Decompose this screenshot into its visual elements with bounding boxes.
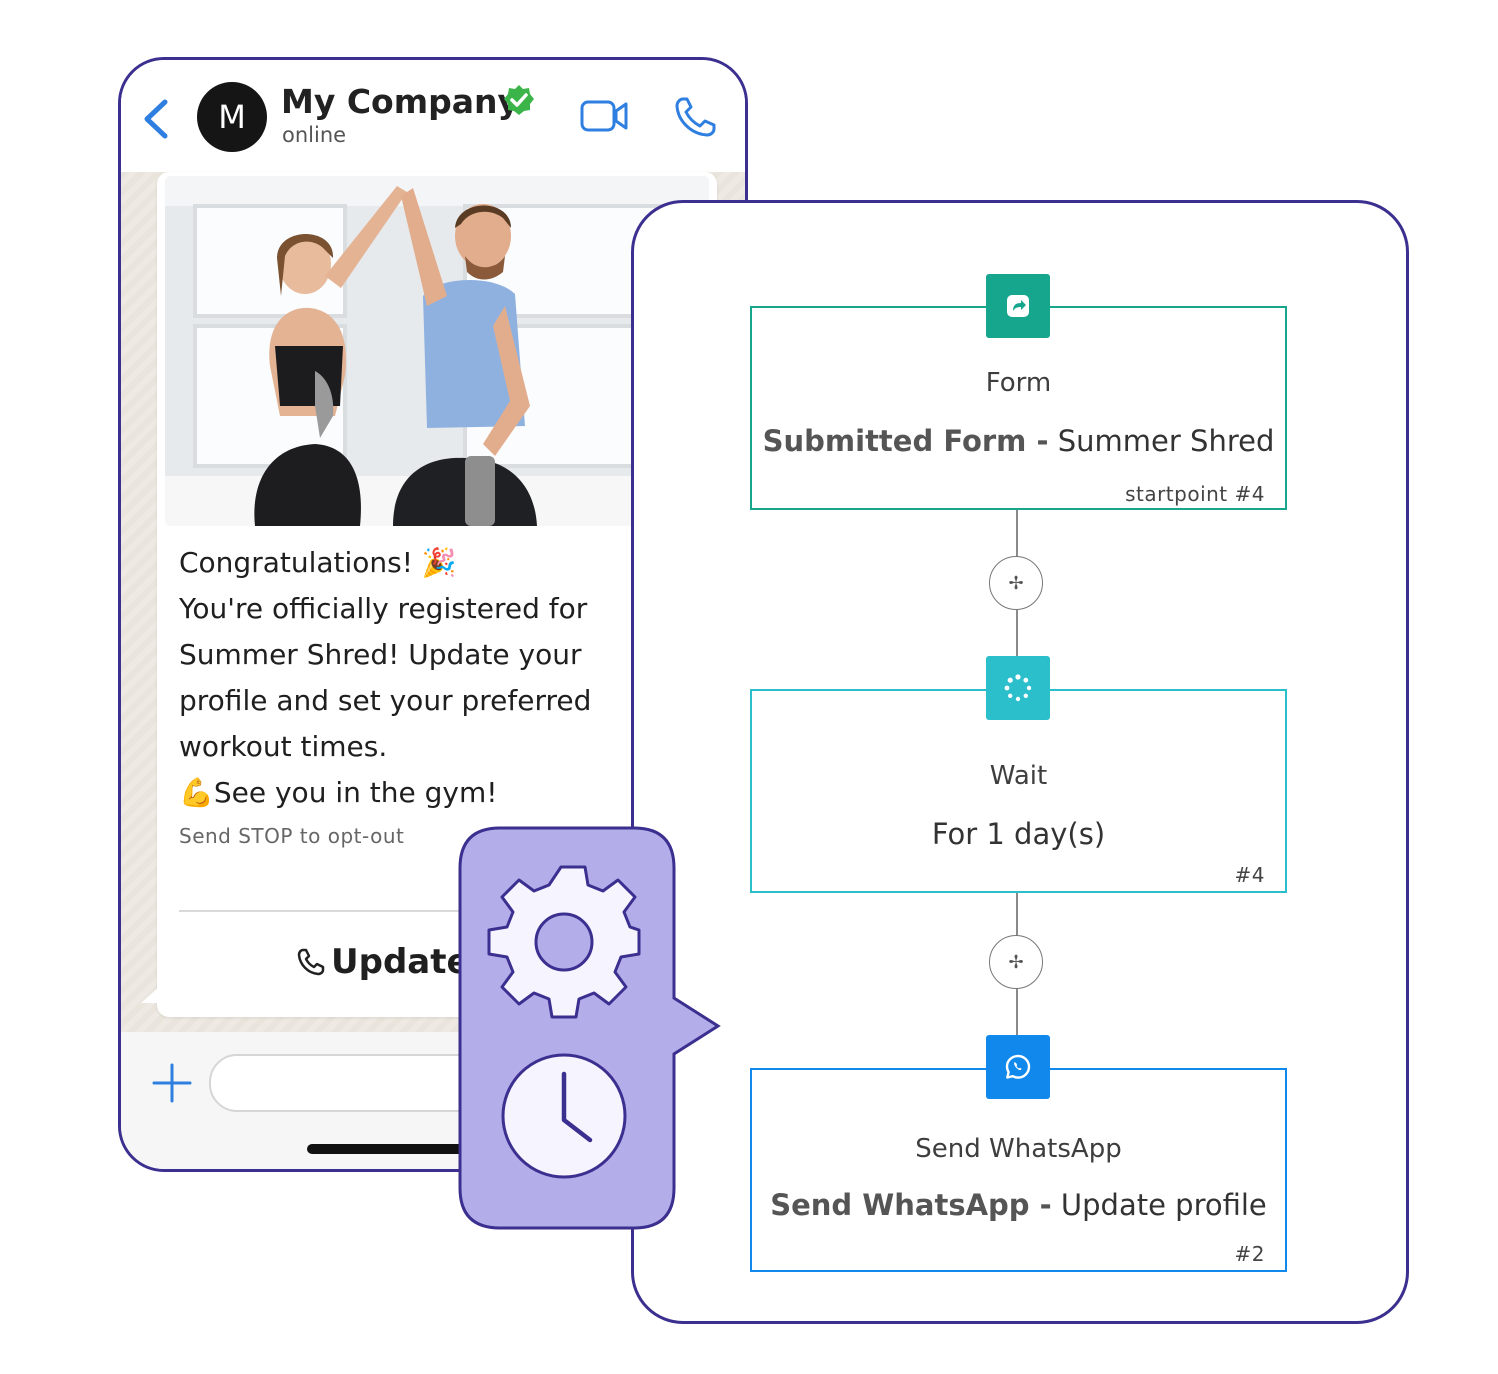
back-icon[interactable] [141, 98, 171, 140]
node-description: Send WhatsApp - Update profile [752, 1188, 1285, 1222]
bubble-tail [141, 985, 161, 1003]
verified-icon [504, 85, 534, 115]
video-icon[interactable] [580, 98, 628, 134]
message-line: Summer Shred! Update your [179, 638, 582, 671]
update-button-label: Update [331, 942, 470, 982]
node-desc-value: Update profile [1060, 1188, 1267, 1222]
node-desc-bold: Submitted Form - [762, 424, 1049, 458]
node-desc-value: For 1 day(s) [931, 817, 1106, 851]
plus-icon[interactable] [151, 1062, 193, 1104]
workflow-node-send-whatsapp[interactable]: Send WhatsApp Send WhatsApp - Update pro… [750, 1068, 1287, 1272]
optout-text: Send STOP to opt-out [179, 824, 405, 848]
message-text: Congratulations! 🎉 You're officially reg… [179, 540, 699, 816]
plus-icon: ✢ [1008, 951, 1024, 973]
gear-icon [487, 865, 641, 1019]
workflow-node-form[interactable]: Form Submitted Form - Summer Shred start… [750, 306, 1287, 510]
workflow-panel: ✢ ✢ Form Submitted Form - Summer Shred s… [631, 200, 1409, 1324]
clock-icon [501, 1053, 627, 1179]
node-title: Form [985, 368, 1052, 398]
avatar-initial: M [218, 98, 246, 136]
loading-icon [986, 656, 1050, 720]
node-number: #4 [1234, 863, 1265, 887]
divider [179, 910, 699, 912]
node-number: startpoint #4 [1125, 482, 1265, 506]
node-title: Wait [989, 761, 1048, 791]
message-line: 💪See you in the gym! [179, 776, 498, 809]
message-line: You're officially registered for [179, 592, 588, 625]
chat-header: M My Company online [121, 60, 745, 172]
workflow-node-wait[interactable]: Wait For 1 day(s) #4 [750, 689, 1287, 893]
avatar[interactable]: M [197, 82, 267, 152]
message-line: profile and set your preferred [179, 684, 592, 717]
node-title: Send WhatsApp [915, 1134, 1122, 1164]
node-desc-value: Summer Shred [1057, 424, 1275, 458]
home-indicator [307, 1144, 567, 1154]
whatsapp-icon [986, 1035, 1050, 1099]
plus-icon: ✢ [1008, 572, 1024, 594]
node-number: #2 [1234, 1242, 1265, 1266]
automation-settings-badge [458, 826, 721, 1230]
add-step-button[interactable]: ✢ [989, 556, 1043, 610]
node-description: Submitted Form - Summer Shred [752, 424, 1285, 458]
contact-name: My Company [281, 82, 520, 121]
message-line: Congratulations! 🎉 [179, 546, 457, 579]
message-line: workout times. [179, 730, 388, 763]
node-desc-bold: Send WhatsApp - [770, 1188, 1052, 1222]
contact-status: online [282, 123, 347, 147]
update-button[interactable]: Update [297, 937, 470, 987]
phone-icon[interactable] [674, 96, 718, 138]
add-step-button[interactable]: ✢ [989, 935, 1043, 989]
phone-icon [297, 948, 325, 976]
node-description: For 1 day(s) [752, 817, 1285, 851]
share-icon [986, 274, 1050, 338]
message-photo [165, 176, 709, 526]
